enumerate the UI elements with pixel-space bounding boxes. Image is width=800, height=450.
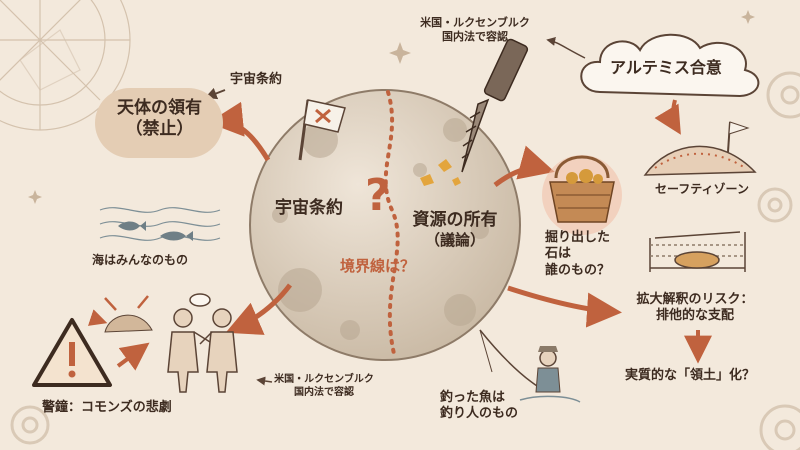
question-mark: ? (365, 170, 391, 221)
crater-flag-icon (643, 121, 757, 176)
basket-icon (542, 155, 622, 235)
arrow-to-treaty (208, 101, 271, 162)
rock-line1: 掘り出した (545, 230, 611, 245)
arrow-to-commons (225, 283, 292, 335)
arrow-cloud-to-zone (654, 99, 681, 135)
fenced-zone-icon (649, 231, 746, 272)
drill-icon (420, 38, 529, 186)
risk-line2: 排他的な支配 (655, 308, 734, 324)
safety-zone-label: セーフティゾーン (655, 182, 749, 196)
us-lux-line2: 国内法で容認 (442, 29, 508, 43)
resource-line1: 資源の所有 (412, 210, 498, 230)
arrow-to-risk (507, 285, 622, 328)
arrow-law-to-people (256, 376, 273, 386)
boundary-line (383, 90, 400, 360)
people-icon (167, 293, 238, 393)
us-lux-bottom-line1: 米国・ルクセンブルク (274, 374, 374, 385)
risk-caption: 拡大解釈のリスク： 排他的な支配 (620, 292, 770, 325)
us-lux-bottom-line2: 国内法で容認 (294, 386, 354, 398)
moon-treaty-label: 宇宙条約 (275, 198, 343, 218)
rock-line3: 誰のもの？ (545, 262, 611, 278)
arrow-to-resources (493, 145, 555, 188)
risk-line1: 拡大解釈のリスク： (636, 292, 754, 307)
fisherman-icon (479, 329, 581, 403)
fish-line1: 釣った魚は (440, 390, 506, 405)
rock-line2: 石は (545, 246, 572, 262)
sea-caption: 海はみんなのもの (92, 253, 189, 267)
fish-line2: 釣り人のもの (440, 406, 519, 422)
artemis-accords-label: アルテミス合意 (610, 58, 722, 77)
treaty-label-top: 宇宙条約 (230, 72, 283, 87)
prohibition-line1: 天体の領有 (117, 98, 202, 118)
prohibition-bubble (95, 88, 223, 158)
compass-icon (0, 0, 131, 131)
moon-icon (249, 89, 521, 361)
warning-icon (32, 318, 112, 387)
territory-caption: 実質的な「領土」化？ (625, 368, 756, 383)
arrow-commons (116, 342, 150, 371)
rock-pile-icon (92, 295, 153, 332)
us-lux-law-bottom: 米国・ルクセンブルク 国内法で容認 (256, 374, 392, 399)
us-lux-line1: 米国・ルクセンブルク (420, 16, 530, 29)
boundary-question: 境界線は？ (340, 257, 416, 275)
fish-caption: 釣った魚は 釣り人のもの (440, 390, 518, 423)
commons-warning: 警鐘：コモンズの悲劇 (42, 400, 172, 415)
flag-icon (298, 99, 346, 161)
arrow-cloud-to-top (546, 37, 586, 59)
gear-icon (10, 71, 800, 450)
cloud-icon (580, 33, 760, 98)
prohibition-line2: （禁止） (125, 119, 194, 140)
fish-icon (118, 221, 193, 241)
us-lux-law-top: 米国・ルクセンブルク 国内法で容認 (405, 16, 545, 44)
prohibition-title: 天体の領有 （禁止） (102, 98, 217, 141)
rock-ownership-caption: 掘り出した 石は 誰のもの？ (545, 230, 610, 279)
sea-icon (99, 207, 221, 241)
resource-ownership-label: 資源の所有 （議論） (405, 210, 505, 250)
resource-line2: （議論） (424, 231, 485, 250)
